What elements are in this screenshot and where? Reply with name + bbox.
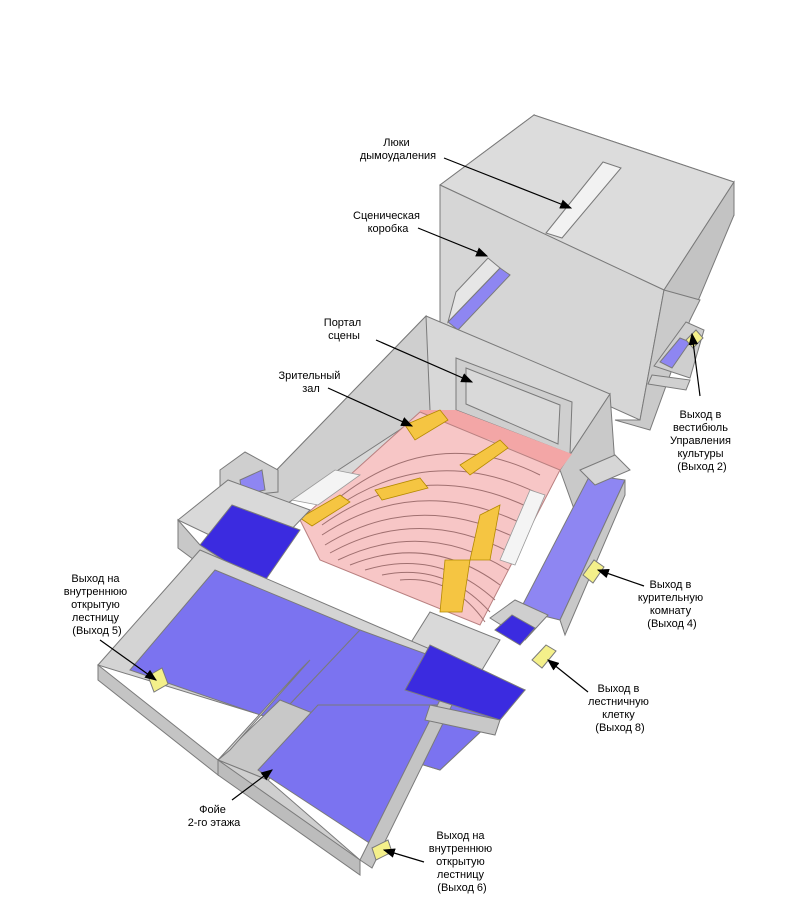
label-stage-portal: Портал сцены (324, 317, 364, 342)
labels: Люки дымоудаления Сценическая коробка По… (64, 137, 734, 894)
stage-floor (420, 410, 572, 470)
label-exit6: Выход на внутреннюю открытую лестницу (В… (429, 830, 495, 894)
arrow-stage-portal (375, 339, 474, 383)
arrow-auditorium (327, 387, 414, 427)
seating (290, 409, 561, 626)
auditorium-shell (260, 314, 616, 522)
building (97, 114, 735, 876)
label-foyer: Фойе 2-го этажа (188, 804, 241, 829)
label-smoke-hatches: Люки дымоудаления (360, 137, 436, 162)
arrow-exit5 (99, 639, 157, 681)
stage-box (439, 114, 735, 431)
label-exit2: Выход в вестибюль Управления культуры (В… (670, 409, 734, 473)
smoke-hatch (545, 161, 622, 239)
corridor-right (519, 454, 631, 637)
leader-arrows (99, 157, 701, 863)
exit8-door (531, 644, 557, 669)
arrow-exit4 (596, 569, 645, 587)
label-auditorium: Зрительный зал (279, 370, 344, 395)
arrow-foyer (231, 769, 273, 801)
exit2-vestibule (647, 321, 705, 391)
arrow-exit8 (547, 659, 589, 693)
arrow-exit2 (688, 332, 701, 397)
label-exit8: Выход в лестничную клетку (Выход 8) (588, 683, 652, 734)
arrow-stage-box (417, 227, 489, 257)
foyer-2nd-floor (97, 549, 526, 876)
label-exit4: Выход в курительную комнату (Выход 4) (638, 579, 706, 630)
label-stage-box: Сценическая коробка (353, 210, 423, 235)
arrow-smoke-hatches (443, 157, 573, 209)
label-exit5: Выход на внутреннюю открытую лестницу (В… (64, 573, 130, 637)
arrow-exit6 (382, 848, 425, 863)
exit4-door (582, 559, 605, 584)
